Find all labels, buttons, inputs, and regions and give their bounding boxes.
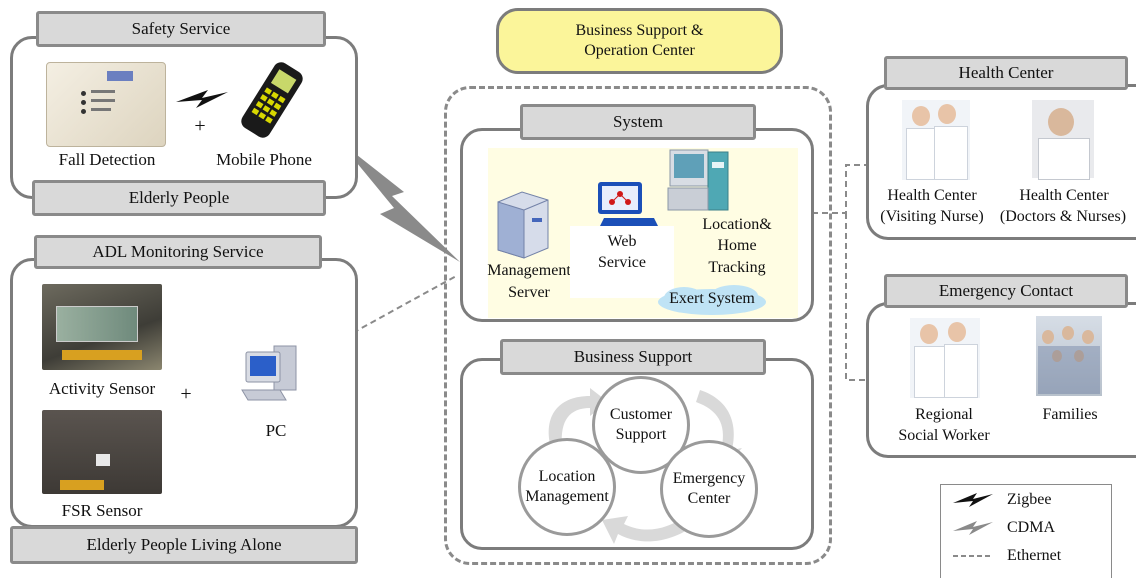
elderly-living-alone-footer: Elderly People Living Alone [10,526,358,564]
web-service-label-box [570,226,674,298]
bsoc-line2: Operation Center [584,42,695,59]
business-support-operation-center: Business Support & Operation Center [496,8,783,74]
pc-icon [241,345,297,401]
web-service-icon [598,182,658,226]
legend: Zigbee CDMA Ethernet [940,484,1112,578]
safety-service-title: Safety Service [36,11,326,47]
emergency-center-label-2: Center [687,490,731,507]
elderly-living-alone-label: Elderly People Living Alone [86,535,282,554]
location-management-label-1: Location [538,468,596,485]
business-support-title: Business Support [500,339,766,375]
doctor-photo [1032,100,1094,180]
business-support-label: Business Support [573,347,693,366]
safety-service-label: Safety Service [131,19,231,38]
management-server-label-2: Server [508,284,550,301]
operation-center-boundary [444,86,832,565]
pc-label: PC [265,421,287,440]
legend-label-ethernet: Ethernet [1007,547,1062,564]
device-led-data [81,109,86,114]
ethernet-link-right-2 [845,213,868,381]
fall-detection-label: Fall Detection [58,150,156,169]
web-service-label-1: Web [607,233,637,250]
bsoc-line1: Business Support & [575,22,704,39]
adl-plus: + [180,383,192,405]
legend-label-cdma: CDMA [1007,519,1056,536]
system-title: System [520,104,756,140]
device-logo [107,71,133,81]
elderly-people-footer: Elderly People [32,180,326,216]
emergency-center-label-1: Emergency [672,470,746,487]
activity-sensor-label: Activity Sensor [48,379,156,398]
adl-monitoring-title: ADL Monitoring Service [34,235,322,269]
legend-item-zigbee: Zigbee [951,491,1051,509]
location-tracking-kiosk-icon [667,149,729,211]
location-home-label-3: Tracking [708,259,766,276]
visiting-nurse-label-2: (Visiting Nurse) [880,208,984,225]
web-service-label-2: Service [598,254,646,271]
health-center-label: Health Center [958,63,1054,82]
customer-support-label-2: Support [615,426,667,443]
fsr-sensor-photo [42,410,162,494]
mobile-phone-icon [241,62,303,138]
fsr-sensor-label: FSR Sensor [61,501,143,520]
safety-plus: + [194,115,206,137]
social-worker-label-2: Social Worker [898,427,990,444]
doctors-nurses-label-1: Health Center [1019,187,1109,204]
activity-sensor-photo [42,284,162,370]
social-worker-photo [910,318,980,398]
management-server-label-1: Management [487,262,571,279]
social-worker-label-1: Regional [915,406,973,423]
exert-system-label: Exert System [669,290,755,307]
emergency-contact-title: Emergency Contact [884,274,1128,308]
system-label: System [612,112,664,131]
ethernet-link-right [812,164,868,214]
legend-item-cdma: CDMA [951,519,1055,537]
elderly-people-label: Elderly People [128,188,230,207]
cdma-link-bolt [338,140,460,262]
location-management-node: Location Management [518,438,616,536]
zigbee-bolt-icon [953,493,993,507]
mobile-phone-label: Mobile Phone [216,150,312,169]
ethernet-dash-icon [953,555,993,557]
adl-monitoring-label: ADL Monitoring Service [92,242,264,261]
device-led-status [81,100,86,105]
zigbee-bolt-icon [176,90,228,108]
device-led-power [81,91,86,96]
emergency-center-node: Emergency Center [660,440,758,538]
legend-item-ethernet: Ethernet [951,547,1061,565]
fall-detection-device [46,62,166,147]
emergency-contact-label: Emergency Contact [938,281,1074,300]
cloud-icon [658,285,766,315]
location-management-label-2: Management [525,488,609,505]
ethernet-link-pc [317,274,459,353]
families-photo [1036,316,1102,396]
cdma-bolt-icon [953,521,993,535]
location-home-label-2: Home [717,237,757,254]
visiting-nurse-photo [902,100,970,180]
families-label: Families [1042,406,1098,423]
legend-label-zigbee: Zigbee [1007,491,1052,508]
location-home-label-1: Location& [702,216,772,233]
customer-support-label-1: Customer [609,406,673,423]
health-center-title: Health Center [884,56,1128,90]
server-icon [497,191,549,259]
doctors-nurses-label-2: (Doctors & Nurses) [999,208,1127,225]
visiting-nurse-label-1: Health Center [887,187,977,204]
